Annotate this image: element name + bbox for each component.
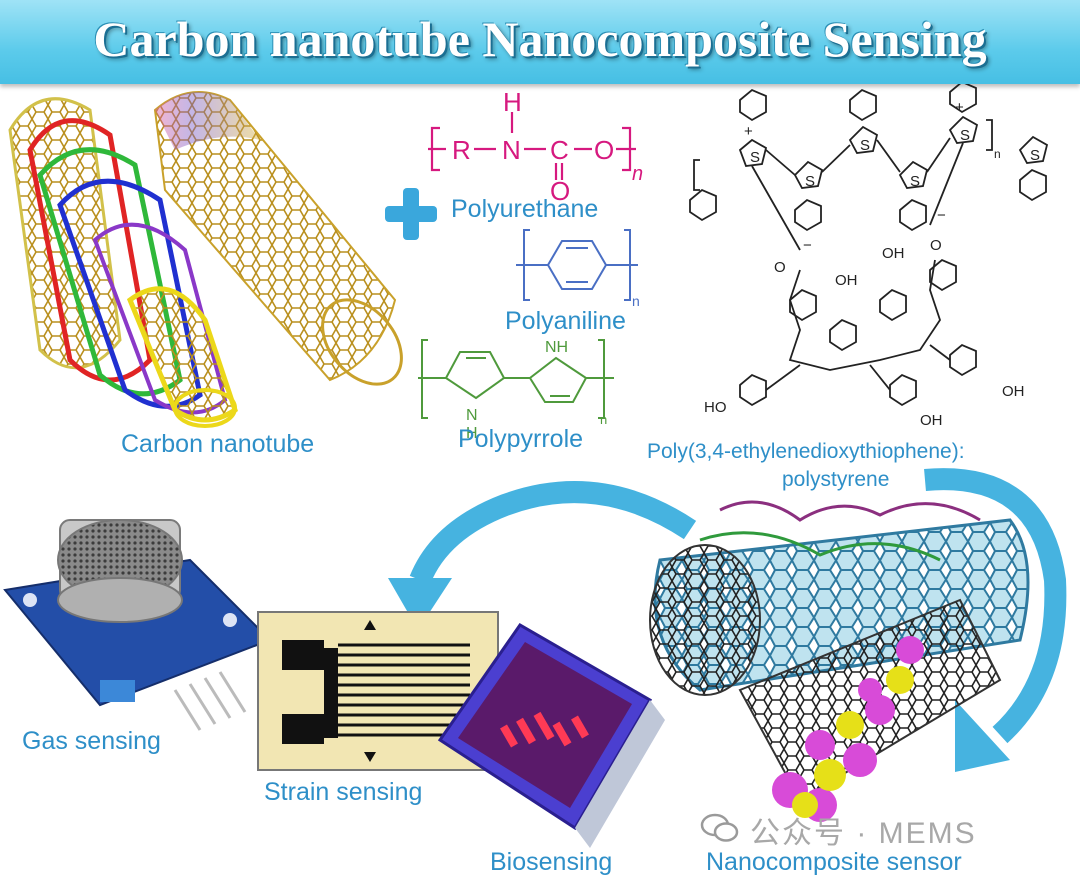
pss-minus1: − bbox=[803, 237, 812, 254]
polyurethane-atoms: R N H C O O n bbox=[452, 87, 643, 206]
polyurethane-structure bbox=[428, 112, 636, 180]
pedot-plus2: + bbox=[955, 99, 964, 116]
label-biosensing: Biosensing bbox=[490, 848, 613, 876]
polypyrrole-subscript: n bbox=[600, 412, 607, 427]
diagram-canvas: R N H C O O n n N H NH n bbox=[3, 84, 1067, 848]
subscript-n: n bbox=[632, 163, 643, 185]
pedot-s6: S bbox=[1030, 147, 1040, 164]
label-strain-sensing: Strain sensing bbox=[264, 778, 423, 806]
label-polyurethane: Polyurethane bbox=[451, 195, 599, 223]
pss-oh1: OH bbox=[835, 272, 858, 289]
label-pedot-line2: polystyrene bbox=[782, 468, 890, 491]
label-pedot-line1: Poly(3,4-ethylenedioxythiophene): bbox=[647, 440, 965, 463]
atom-c: C bbox=[550, 135, 569, 165]
atom-h: H bbox=[503, 87, 522, 117]
plus-icon bbox=[385, 188, 437, 240]
atom-r: R bbox=[452, 135, 471, 165]
label-gas-sensing: Gas sensing bbox=[22, 727, 161, 755]
atom-o: O bbox=[594, 135, 614, 165]
pedot-subscript: n bbox=[994, 147, 1001, 161]
pyrrole-n1: N bbox=[466, 407, 478, 424]
nanocomposite-sensor-illustration bbox=[649, 500, 1030, 822]
arrow-head-left bbox=[388, 578, 452, 630]
pedot-s1: S bbox=[750, 149, 760, 166]
pedot-s2: S bbox=[805, 173, 815, 190]
polyaniline-structure bbox=[516, 229, 638, 301]
single-wall-nanotube bbox=[153, 91, 403, 386]
biosensor-illustration bbox=[437, 623, 665, 848]
label-carbon-nanotube: Carbon nanotube bbox=[121, 430, 315, 458]
wechat-icon bbox=[700, 813, 739, 842]
molecule-spheres bbox=[772, 636, 924, 822]
atom-n: N bbox=[502, 135, 521, 165]
pss-oh4: OH bbox=[1002, 383, 1025, 400]
arrow-to-sensor bbox=[924, 468, 1067, 744]
pedot-plus1: + bbox=[744, 123, 753, 140]
pss-o2: O bbox=[930, 237, 942, 254]
gas-sensor-illustration bbox=[3, 519, 272, 731]
atom-o-carbonyl: O bbox=[550, 176, 570, 206]
label-polyaniline: Polyaniline bbox=[505, 307, 626, 335]
pedot-s5: S bbox=[960, 127, 970, 144]
watermark-text: 公众号 · MEMS bbox=[750, 817, 977, 850]
pedot-s4: S bbox=[910, 173, 920, 190]
page-title: Carbon nanotube Nanocomposite Sensing bbox=[93, 11, 987, 67]
polyaniline-subscript: n bbox=[632, 293, 640, 309]
pedot-pss-structure bbox=[689, 84, 1049, 407]
pss-o1: O bbox=[774, 259, 786, 276]
label-nanocomposite-sensor: Nanocomposite sensor bbox=[706, 848, 962, 876]
carbon-nanotube-illustration bbox=[8, 91, 403, 428]
polypyrrole-structure bbox=[418, 339, 614, 419]
multi-wall-nanotube bbox=[8, 97, 238, 428]
arrow-head-right bbox=[955, 700, 1010, 772]
arrow-to-sensors bbox=[409, 481, 697, 585]
pss-oh2: OH bbox=[882, 245, 905, 262]
pss-oh3: OH bbox=[920, 412, 943, 429]
flow-arrows bbox=[388, 468, 1067, 772]
watermark: 公众号 · MEMS bbox=[700, 808, 1040, 850]
label-polypyrrole: Polypyrrole bbox=[458, 425, 584, 453]
title-banner bbox=[0, 0, 1080, 84]
pyrrole-h1: H bbox=[466, 425, 478, 442]
pyrrole-nh2: NH bbox=[545, 339, 568, 356]
pss-minus2: − bbox=[937, 207, 946, 224]
pedot-s3: S bbox=[860, 137, 870, 154]
pss-ho: HO bbox=[704, 399, 727, 416]
